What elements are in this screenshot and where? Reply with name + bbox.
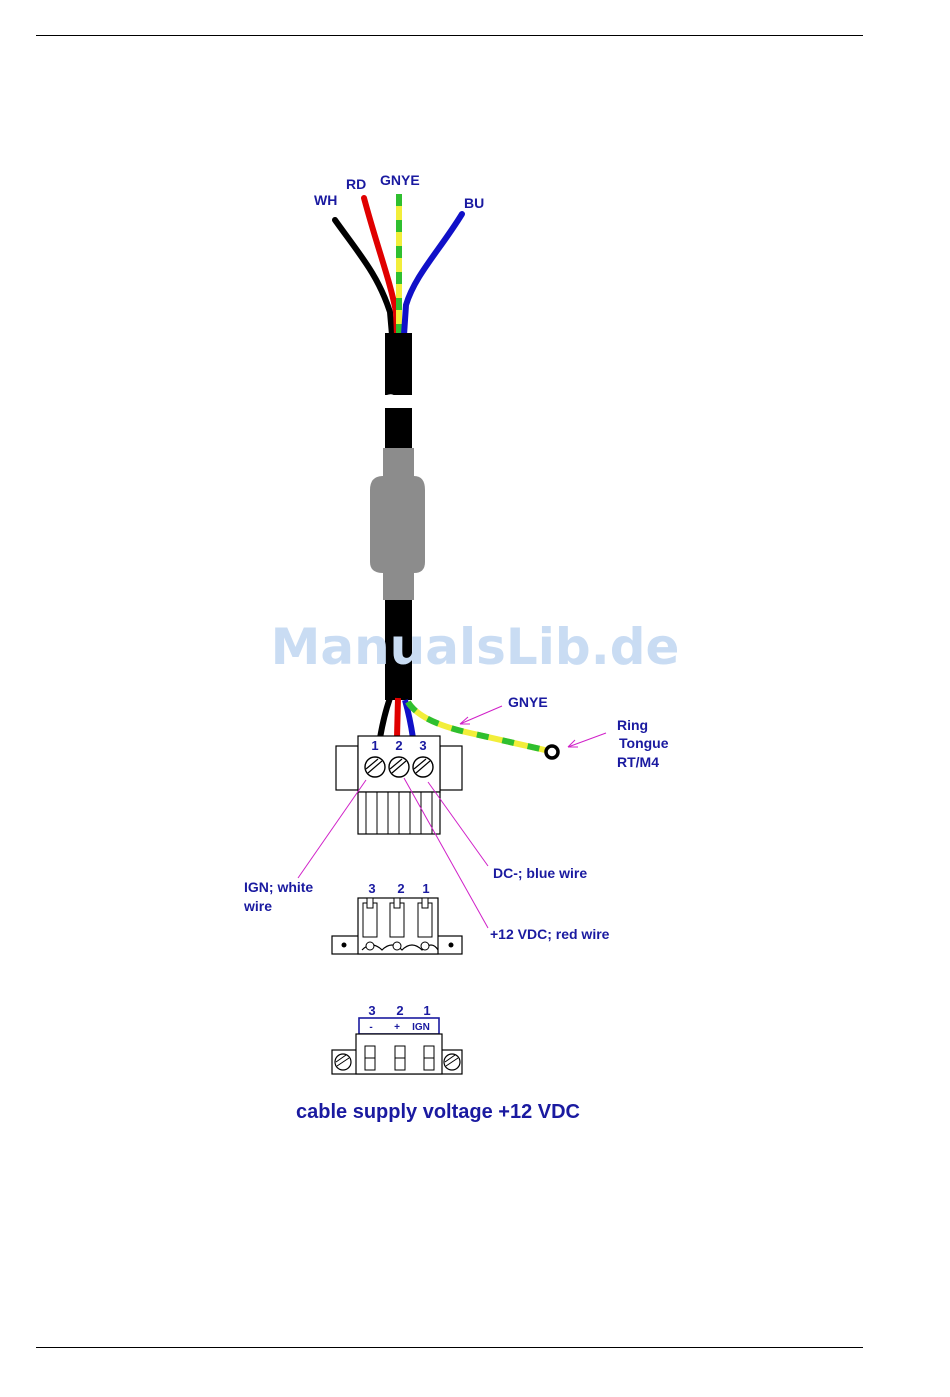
- screw-terminal-3: [413, 757, 433, 777]
- connector-flange-left: [336, 746, 358, 790]
- leader-ring-tongue: [568, 733, 606, 747]
- screw-terminal-2: [389, 757, 409, 777]
- label-bu: BU: [464, 195, 484, 211]
- red-wire-bottom: [397, 698, 398, 738]
- bottom-view-number-3: 3: [368, 1003, 375, 1018]
- strain-relief-boot: [370, 448, 425, 600]
- label-rd: RD: [346, 176, 366, 192]
- callout-plus-12v: +12 VDC; red wire: [490, 926, 610, 942]
- terminal-number-1: 1: [371, 738, 378, 753]
- cable-upper: [385, 333, 412, 450]
- callout-ign-line2: wire: [243, 898, 272, 914]
- terminal-number-3: 3: [419, 738, 426, 753]
- white-wire-bottom: [380, 698, 390, 738]
- bottom-view-sign-minus: -: [369, 1022, 372, 1033]
- bottom-view-sign-plus: +: [394, 1022, 400, 1033]
- front-view-number-1: 1: [422, 881, 429, 896]
- cable-sheath-upper: [385, 333, 412, 395]
- watermark: ManualsLib.de: [271, 618, 680, 676]
- front-view-number-2: 2: [397, 881, 404, 896]
- screw-terminal-1: [365, 757, 385, 777]
- cable-sheath-middle: [385, 408, 412, 450]
- bottom-view-number-2: 2: [396, 1003, 403, 1018]
- front-view-number-3: 3: [368, 881, 375, 896]
- bottom-view-screw-left: [335, 1054, 351, 1070]
- strain-relief: [370, 448, 425, 600]
- label-wh: WH: [314, 192, 337, 208]
- top-wire-fanout: [335, 194, 462, 335]
- callout-ign-line1: IGN; white: [244, 879, 313, 895]
- leader-lines: [298, 706, 606, 928]
- callout-dc-minus: DC-; blue wire: [493, 865, 587, 881]
- leader-ign: [298, 780, 366, 878]
- label-ring-line3: RT/M4: [617, 754, 659, 770]
- label-gnye-top: GNYE: [380, 172, 420, 188]
- leader-gnye: [460, 706, 502, 724]
- connector-front-view: [332, 898, 462, 954]
- label-ring-line1: Ring: [617, 717, 648, 733]
- bottom-view-sign-ign: IGN: [412, 1022, 430, 1033]
- cable-break-mark: [385, 394, 412, 408]
- terminal-number-2: 2: [395, 738, 402, 753]
- white-wire-top: [335, 220, 392, 335]
- connector-flange-right: [440, 746, 462, 790]
- bottom-view-number-1: 1: [423, 1003, 430, 1018]
- label-ring-line2: Tongue: [619, 735, 669, 751]
- caption: cable supply voltage +12 VDC: [296, 1101, 580, 1123]
- bottom-view-screw-right: [444, 1054, 460, 1070]
- ring-tongue-terminal: [546, 746, 558, 758]
- label-gnye-ground: GNYE: [508, 694, 548, 710]
- blue-wire-top: [404, 214, 462, 335]
